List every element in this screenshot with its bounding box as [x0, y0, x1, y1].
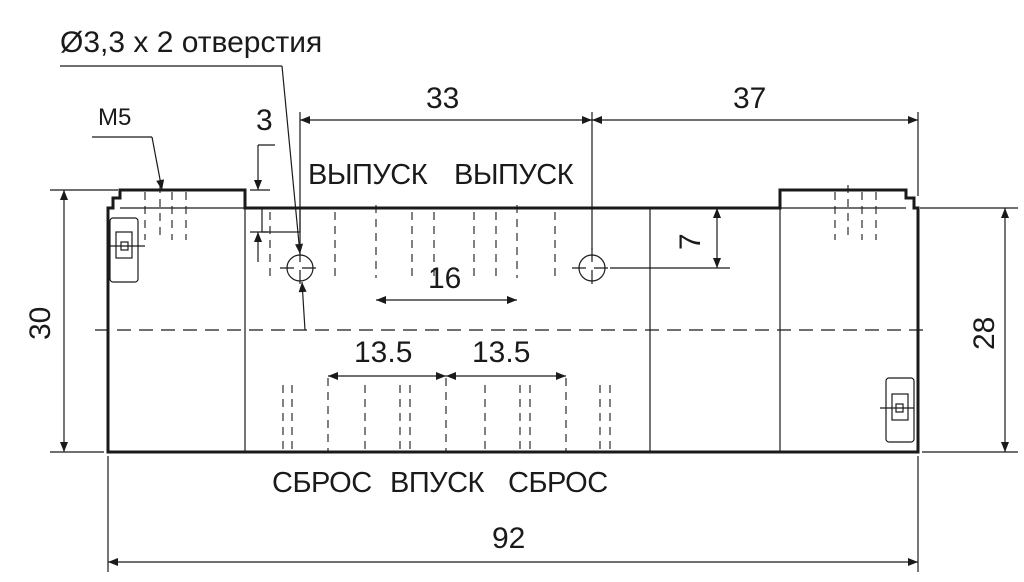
- valve-body: [95, 188, 930, 454]
- dim-7-label: 7: [674, 233, 707, 250]
- holes-note: Ø3,3 x 2 отверстия: [60, 26, 322, 59]
- port-exhaust-label-1: СБРОС: [272, 467, 372, 499]
- leader-holes: [60, 65, 307, 331]
- mounting-hole-left: [261, 207, 320, 290]
- dim-28-label: 28: [968, 317, 1001, 350]
- mounting-hole-right: [572, 248, 612, 290]
- dim-13-5-left-label: 13.5: [354, 336, 412, 369]
- left-fitting: [109, 217, 145, 283]
- port-inlet-label: ВПУСК: [390, 467, 485, 499]
- dim-33-label: 33: [426, 82, 459, 115]
- dim-92: [107, 456, 919, 572]
- port-out-label-1: ВЫПУСК: [308, 159, 428, 191]
- right-fitting: [880, 377, 915, 443]
- port-out-label-2: ВЫПУСК: [454, 159, 574, 191]
- thread-label: M5: [98, 104, 131, 131]
- dim-30: [50, 189, 118, 453]
- leader-m5: [92, 136, 165, 191]
- dim-7: [610, 207, 730, 269]
- dim-33-37: [299, 112, 919, 250]
- dim-16-label: 16: [428, 262, 461, 295]
- dim-37-label: 37: [733, 82, 766, 115]
- dim-30-label: 30: [24, 307, 57, 340]
- dim-92-label: 92: [492, 522, 525, 555]
- body-outline: [106, 188, 920, 454]
- dim-3-label: 3: [256, 104, 273, 137]
- hidden-lines: [144, 185, 877, 452]
- dim-28: [920, 207, 1018, 453]
- dim-3: [250, 144, 275, 262]
- port-exhaust-label-2: СБРОС: [508, 467, 608, 499]
- dim-13-5-right-label: 13.5: [472, 336, 530, 369]
